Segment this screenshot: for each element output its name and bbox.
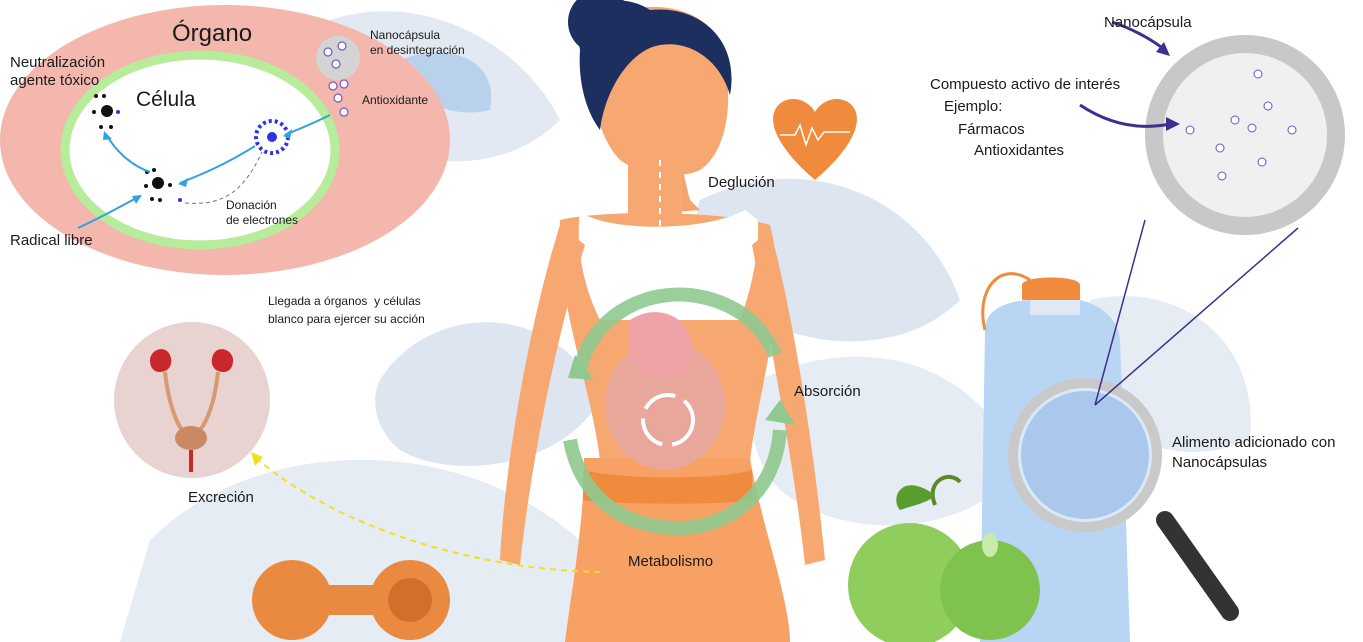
heart-icon: [773, 99, 857, 180]
cell-label: Célula: [136, 88, 196, 112]
neutralization-label: Neutralización agente tóxico: [10, 54, 105, 90]
nanocapsule-title: Nanocápsula: [1104, 14, 1192, 32]
food-label: Alimento adicionado con Nanocápsulas: [1172, 433, 1335, 473]
excretion-illustration: [114, 322, 270, 478]
metabolism-label: Metabolismo: [628, 553, 713, 571]
bladder-icon: [175, 426, 207, 450]
drugs-label: Fármacos: [958, 121, 1025, 139]
example-label: Ejemplo:: [944, 98, 1002, 116]
nanocapsule-icon: [1145, 35, 1345, 235]
nanocapsule-disintegration-label: Nanocápsula en desintegración: [370, 28, 465, 58]
free-radical-label: Radical libre: [10, 232, 93, 250]
absorption-label: Absorción: [794, 383, 861, 401]
compound-label: Compuesto activo de interés: [930, 76, 1120, 94]
swallowing-label: Deglución: [708, 174, 775, 192]
antioxidant-label: Antioxidante: [362, 93, 428, 108]
antioxidants-label: Antioxidantes: [974, 142, 1064, 160]
organ-label: Órgano: [172, 20, 252, 48]
arrival-text: Llegada a órganos y células blanco para …: [268, 292, 425, 328]
electron-donation-label: Donación de electrones: [226, 198, 298, 228]
nanocapsule-disintegrating-icon: [316, 36, 360, 80]
excretion-label: Excreción: [188, 489, 254, 507]
